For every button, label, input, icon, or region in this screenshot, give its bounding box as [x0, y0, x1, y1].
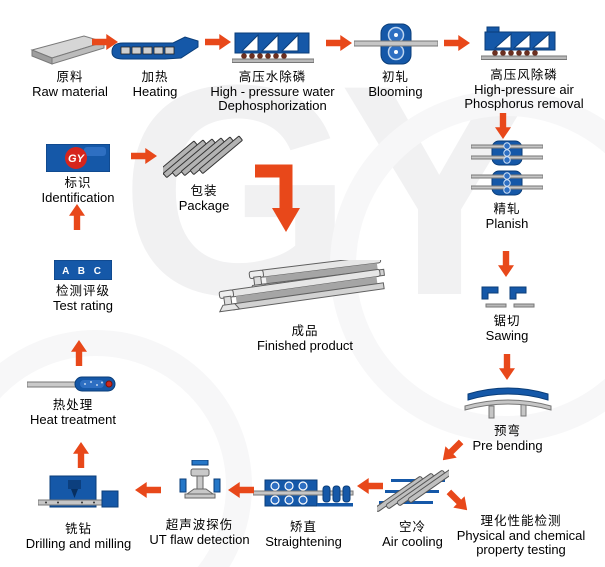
air-phosphorus-removal-machine-icon — [481, 26, 567, 60]
package-bundled-rails-icon — [163, 135, 243, 179]
step-label-cn: 标识 — [64, 175, 92, 190]
step-label-cn: 高压风除磷 — [490, 67, 558, 82]
step-drilling-and-milling: 铣钻 Drilling and milling — [12, 472, 145, 551]
step-label-cn: 检测评级 — [55, 283, 110, 298]
step-label-en: Blooming — [368, 84, 423, 99]
straightening-machine-icon — [252, 479, 353, 507]
step-identification: GY 标识 Identification — [18, 142, 138, 205]
step-label-en: Heat treatment — [30, 412, 116, 427]
step-finished-product: 成品 Finished product — [205, 258, 405, 353]
heating-furnace-icon — [111, 36, 199, 60]
step-label-en-line2: property testing — [476, 542, 566, 558]
step-label-en-line2: Phosphorus removal — [464, 96, 584, 112]
step-label-cn: 原料 — [56, 69, 84, 84]
step-label-cn: 铣钻 — [64, 521, 92, 536]
step-test-rating: A B C 检测评级 Test rating — [24, 254, 142, 313]
step-label-cn: 精轧 — [493, 201, 521, 216]
flow-arrow-package-to-finished-elbow — [255, 164, 300, 232]
step-label-cn: 热处理 — [52, 397, 94, 412]
step-label-en-line1: High - pressure water — [210, 84, 335, 99]
planish-roller-stands-icon — [471, 140, 543, 196]
step-ut-flaw-detection: 超声波探伤 UT flaw detection — [133, 458, 266, 547]
step-heating: 加热 Heating — [103, 22, 207, 99]
step-label-cn: 预弯 — [493, 423, 521, 438]
step-label-en-line1: High-pressure air — [474, 82, 574, 97]
step-heat-treatment: 热处理 Heat treatment — [8, 368, 138, 427]
step-label-en: Air cooling — [382, 534, 443, 549]
step-raw-material: 原料 Raw material — [15, 22, 125, 99]
step-label-cn: 超声波探伤 — [165, 517, 234, 532]
step-label-en: Heating — [132, 84, 178, 99]
identification-gy-logo-icon: GY — [46, 144, 110, 172]
step-label-cn: 理化性能检测 — [480, 513, 562, 528]
drilling-milling-machine-icon — [37, 475, 118, 508]
step-blooming: 初轧 Blooming — [343, 18, 448, 99]
pre-bending-icon — [464, 387, 551, 419]
step-label-cn: 包装 — [190, 183, 218, 198]
blooming-mill-icon — [353, 23, 438, 65]
step-label-en: Straightening — [265, 534, 342, 549]
flow-arrow-testrating-to-identification — [69, 204, 85, 230]
step-label-en: UT flaw detection — [149, 532, 250, 547]
raw-material-icon — [30, 35, 106, 65]
step-label-en: Pre bending — [472, 438, 543, 453]
step-package: 包装 Package — [148, 135, 260, 213]
step-label-cn: 高压水除磷 — [238, 69, 307, 84]
step-label-en: Raw material — [32, 84, 108, 99]
step-label-en: Drilling and milling — [25, 536, 132, 551]
step-air-phosphorus-removal: 高压风除磷 High-pressure air Phosphorus remov… — [445, 20, 603, 112]
step-air-cooling: 空冷 Air cooling — [355, 464, 470, 549]
ut-flaw-detection-icon — [179, 460, 220, 499]
step-label-cn: 成品 — [291, 323, 319, 338]
step-label-en: Package — [178, 198, 230, 213]
step-label-en: Test rating — [53, 298, 113, 313]
step-physical-chemical-testing: 理化性能检测 Physical and chemical property te… — [437, 510, 605, 558]
step-sawing: 锯切 Sawing — [447, 276, 567, 343]
step-label-en: Planish — [485, 216, 529, 231]
sawing-icon — [481, 286, 535, 308]
heat-treatment-icon — [27, 376, 116, 392]
finished-product-rails-icon — [218, 260, 385, 313]
step-label-en: Sawing — [485, 328, 529, 343]
step-water-dephosphorization: 高压水除磷 High - pressure water Dephosphoriz… — [200, 20, 345, 114]
gy-letters: GY — [68, 153, 86, 165]
air-cooling-bed-icon — [376, 467, 449, 512]
step-label-en-line1: Physical and chemical — [456, 528, 586, 543]
step-label-cn: 锯切 — [493, 313, 521, 328]
test-rating-abc-icon: A B C — [54, 260, 112, 280]
step-planish: 精轧 Planish — [447, 136, 567, 231]
step-label-en: Identification — [41, 190, 115, 205]
step-label-cn: 加热 — [141, 69, 169, 84]
step-label-en-line2: Dephosphorization — [218, 98, 327, 114]
step-label-cn: 空冷 — [398, 519, 426, 534]
water-dephosphorization-machine-icon — [231, 32, 314, 63]
step-straightening: 矫直 Straightening — [246, 476, 361, 549]
step-label-en: Finished product — [256, 338, 354, 353]
step-label-cn: 初轧 — [381, 69, 409, 84]
step-label-cn: 矫直 — [289, 519, 317, 534]
step-pre-bending: 预弯 Pre bending — [440, 378, 575, 453]
abc-letters: A B C — [62, 266, 104, 277]
